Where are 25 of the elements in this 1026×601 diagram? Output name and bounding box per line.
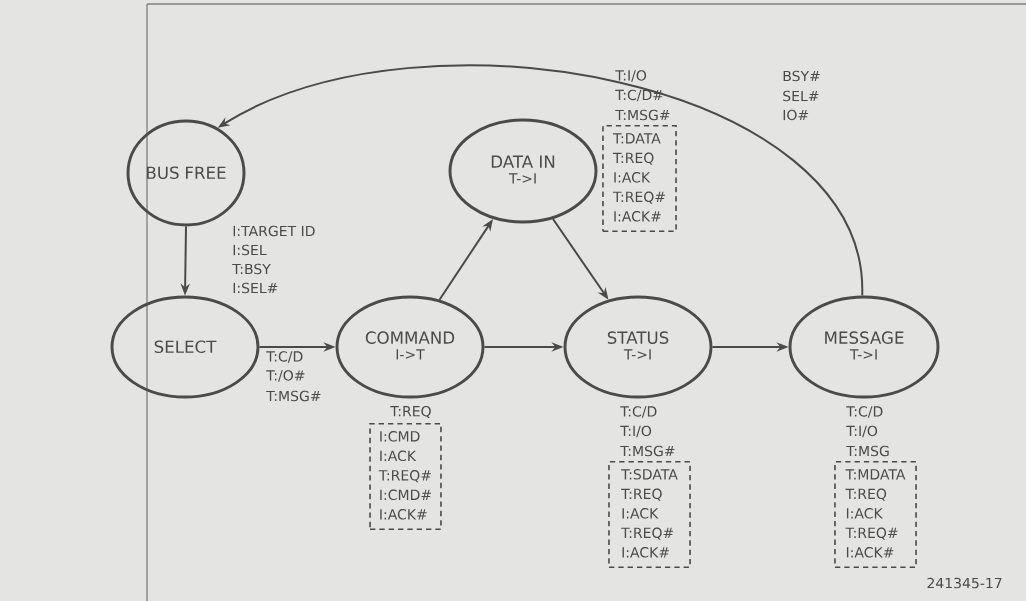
signal-label: T:I/O [615,70,647,82]
signal-label: T:MSG [846,445,889,457]
figure-number: 241345-17 [927,577,1002,589]
signal-label: T:BSY [232,263,271,275]
signal-label: T:C/D [266,351,303,363]
signal-label: T:MSG# [620,445,675,457]
signal-label: BSY# [783,70,820,82]
signal-box: T:MDATA T:REQ I:ACK T:REQ# I:ACK# [834,461,917,569]
signal-box: I:CMD I:ACK T:REQ# I:CMD# I:ACK# [369,423,442,531]
signal-label: I:SEL# [233,282,278,294]
signal-label: IO# [783,109,809,121]
signal-label: T:MSG# [266,390,321,402]
signal-label: T:C/D [620,406,657,418]
signal-label: I:SEL [233,244,267,256]
signal-label: I:TARGET ID [233,225,315,237]
signal-label: T:REQ [390,405,431,419]
signal-box: T:SDATA T:REQ I:ACK T:REQ# I:ACK# [608,461,691,569]
signal-label: T:C/D# [615,89,663,102]
signal-box: T:DATA T:REQ I:ACK T:REQ# I:ACK# [602,125,677,233]
signal-label: T:I/O [846,425,878,438]
signal-label: T:I/O [620,425,652,438]
signal-label: T:/O# [266,370,305,382]
signal-label: SEL# [783,90,819,102]
signal-label: T:C/D [846,406,883,418]
signal-label: T:MSG# [615,109,670,121]
